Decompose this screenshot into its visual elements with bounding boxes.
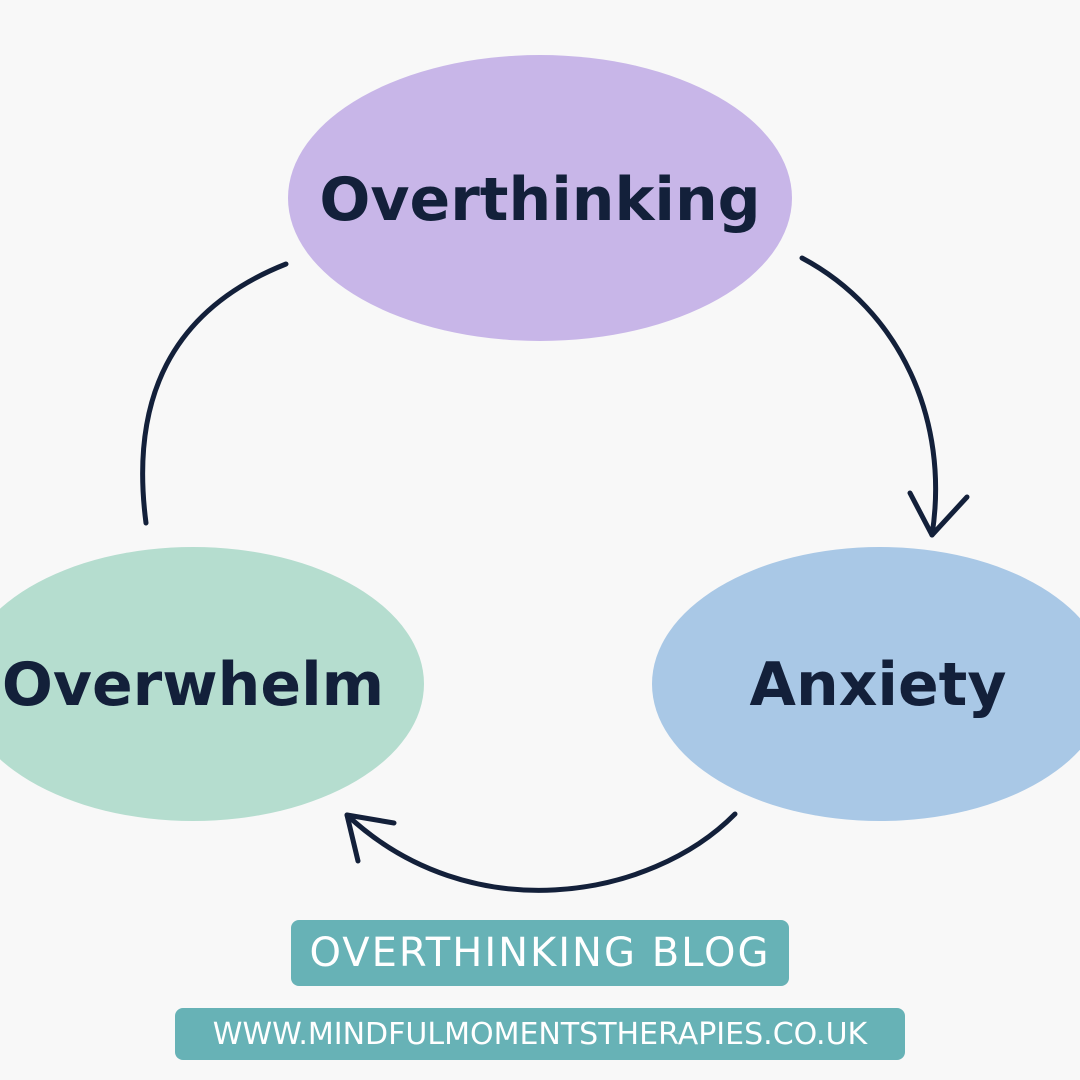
node-overthinking-label: Overthinking [319, 165, 760, 235]
website-url-badge[interactable]: WWW.MINDFULMOMENTSTHERAPIES.CO.UK [175, 1008, 905, 1060]
arrow-anxiety-to-overwhelm-head [344, 812, 397, 864]
node-overwhelm-label: Overwhelm [2, 650, 384, 720]
arrow-overwhelm-to-overthinking [140, 261, 289, 526]
node-anxiety-label: Anxiety [750, 650, 1007, 720]
arrow-anxiety-to-overwhelm [344, 811, 738, 893]
node-overwhelm: Overwhelm [0, 547, 424, 821]
arrow-overthinking-to-anxiety-line [799, 255, 939, 538]
blog-label-badge: OVERTHINKING BLOG [291, 920, 789, 986]
arrow-overthinking-to-anxiety [799, 255, 970, 538]
arrow-overthinking-to-anxiety-head [907, 490, 970, 538]
node-overthinking-shape [288, 55, 792, 341]
arrow-anxiety-to-overwhelm-line [344, 811, 738, 893]
node-overthinking: Overthinking [288, 55, 792, 341]
node-overwhelm-shape [0, 547, 424, 821]
node-anxiety: Anxiety [652, 547, 1080, 821]
node-anxiety-shape [652, 547, 1080, 821]
arrow-overwhelm-to-overthinking-line [140, 261, 289, 526]
